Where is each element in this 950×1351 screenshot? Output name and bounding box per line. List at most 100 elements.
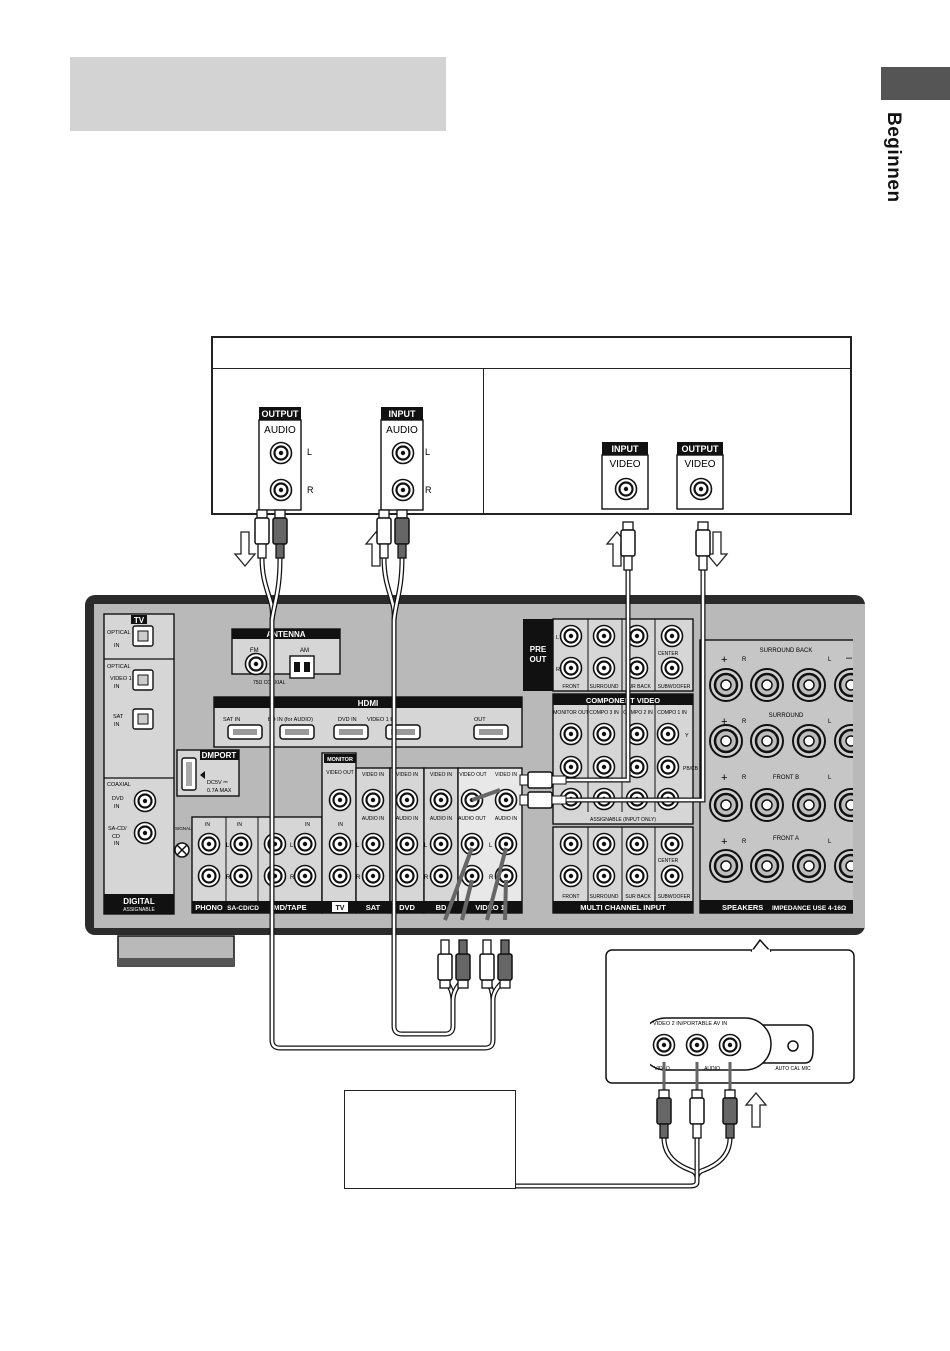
svg-text:L: L: [489, 843, 493, 849]
svg-text:PHONO: PHONO: [195, 903, 223, 912]
svg-text:SUR BACK: SUR BACK: [625, 684, 651, 690]
svg-text:SURROUND: SURROUND: [769, 713, 804, 719]
svg-text:COAXIAL: COAXIAL: [107, 782, 131, 788]
svg-text:FRONT B: FRONT B: [773, 775, 799, 781]
video-cables: [565, 570, 706, 803]
multi-channel-input: FRONT SURROUND SUR BACK SUBWOOFER CENTER…: [552, 826, 694, 914]
camcorder-box: [344, 1090, 516, 1189]
svg-text:COMPO 3 IN: COMPO 3 IN: [589, 710, 619, 716]
svg-text:FM: FM: [250, 648, 259, 654]
svg-text:AUDIO: AUDIO: [704, 1066, 720, 1072]
camcorder-plugs: [656, 1089, 738, 1139]
chapter-label: Beginnen: [883, 112, 904, 203]
signal-gnd: SIGNAL GND: [174, 826, 203, 858]
svg-text:Y: Y: [685, 733, 689, 739]
svg-text:R: R: [742, 839, 747, 845]
svg-text:R: R: [424, 875, 429, 881]
svg-text:L: L: [828, 775, 832, 781]
svg-text:R: R: [489, 875, 494, 881]
svg-text:AUDIO IN: AUDIO IN: [430, 816, 453, 822]
svg-text:R: R: [425, 485, 432, 495]
svg-text:SURROUND BACK: SURROUND BACK: [760, 648, 813, 654]
svg-text:DVD: DVD: [399, 903, 415, 912]
audio-cables: [259, 557, 507, 1051]
svg-text:AM: AM: [300, 648, 309, 654]
svg-text:SIGNAL GND: SIGNAL GND: [175, 826, 203, 831]
svg-text:TV: TV: [134, 616, 145, 625]
section-title-box: [70, 57, 446, 131]
svg-text:DVD: DVD: [112, 796, 124, 802]
svg-text:SUBWOOFER: SUBWOOFER: [658, 684, 691, 690]
svg-text:FRONT A: FRONT A: [773, 836, 799, 842]
svg-text:ASSIGNABLE (INPUT ONLY): ASSIGNABLE (INPUT ONLY): [590, 817, 656, 823]
svg-text:R: R: [742, 775, 747, 781]
svg-text:PB/CB: PB/CB: [683, 766, 699, 772]
input-video-jack: INPUT VIDEO: [601, 442, 649, 510]
chapter-tab: [881, 67, 950, 100]
video-plugs-horizontal: [519, 771, 567, 809]
svg-text:MONITOR OUT: MONITOR OUT: [553, 710, 588, 716]
svg-text:75Ω COAXIAL: 75Ω COAXIAL: [253, 680, 286, 686]
svg-text:SURROUND: SURROUND: [590, 684, 619, 690]
svg-text:IN: IN: [305, 822, 310, 828]
svg-text:0.7A MAX: 0.7A MAX: [207, 788, 232, 794]
svg-text:IN: IN: [114, 684, 120, 690]
svg-text:L: L: [356, 843, 360, 849]
svg-text:AUDIO: AUDIO: [264, 425, 296, 436]
svg-text:SAT IN: SAT IN: [223, 717, 240, 723]
svg-text:SAT: SAT: [366, 903, 381, 912]
svg-text:SAT: SAT: [113, 714, 124, 720]
svg-text:BD IN (for AUDIO): BD IN (for AUDIO): [268, 717, 313, 723]
svg-text:L: L: [226, 843, 230, 849]
svg-text:OUTPUT: OUTPUT: [682, 444, 720, 454]
svg-text:INPUT: INPUT: [389, 409, 417, 419]
svg-text:VIDEO 1: VIDEO 1: [110, 676, 132, 682]
svg-text:IN: IN: [114, 841, 120, 847]
svg-text:ANTENNA: ANTENNA: [266, 630, 305, 639]
svg-text:TV: TV: [336, 905, 345, 912]
video1-connections: [443, 788, 508, 921]
svg-text:COMPONENT VIDEO: COMPONENT VIDEO: [586, 696, 660, 705]
svg-text:IN: IN: [338, 822, 343, 828]
front-panel-inset: VIDEO 2 IN/PORTABLE AV IN VIDEO AUDIO AU…: [605, 938, 855, 1084]
svg-text:SPEAKERS: SPEAKERS: [722, 903, 763, 912]
svg-text:SUR BACK: SUR BACK: [625, 894, 651, 900]
svg-text:IN: IN: [205, 822, 210, 828]
svg-text:+: +: [721, 836, 727, 848]
dmport-section: DMPORT DC5V ⎓ 0.7A MAX: [176, 749, 240, 797]
output-video-jack: OUTPUT VIDEO: [676, 442, 724, 510]
input-audio-jacks: INPUT AUDIO L R: [380, 407, 432, 511]
svg-text:L: L: [424, 843, 428, 849]
antenna-section: ANTENNA FM 75Ω COAXIAL AM: [231, 628, 341, 686]
svg-text:IN: IN: [237, 822, 242, 828]
svg-text:DIGITAL: DIGITAL: [123, 897, 155, 906]
svg-text:+: +: [721, 716, 727, 728]
svg-text:L: L: [307, 447, 312, 457]
svg-text:AUDIO OUT: AUDIO OUT: [458, 816, 486, 822]
svg-text:DVD IN: DVD IN: [338, 717, 357, 723]
svg-text:R: R: [742, 657, 747, 663]
svg-text:FRONT: FRONT: [562, 684, 579, 690]
svg-text:BD: BD: [436, 903, 447, 912]
svg-text:OUT: OUT: [474, 717, 486, 723]
hdmi-section: HDMI SAT IN BD IN (for AUDIO) DVD IN VID…: [213, 696, 523, 748]
svg-text:MD/TAPE: MD/TAPE: [273, 903, 306, 912]
svg-text:COMPO 2 IN: COMPO 2 IN: [623, 710, 653, 716]
svg-text:FRONT: FRONT: [562, 894, 579, 900]
svg-text:–: –: [846, 652, 853, 664]
output-audio-jacks: OUTPUT AUDIO L R: [258, 407, 314, 511]
svg-text:L: L: [290, 843, 294, 849]
svg-text:VIDEO: VIDEO: [684, 459, 715, 470]
svg-text:MONITOR: MONITOR: [327, 757, 353, 763]
svg-text:+: +: [721, 654, 727, 666]
svg-text:CENTER: CENTER: [658, 858, 679, 864]
device-divider: [483, 368, 484, 515]
svg-text:R: R: [742, 719, 747, 725]
svg-text:MULTI CHANNEL INPUT: MULTI CHANNEL INPUT: [580, 903, 666, 912]
svg-text:VIDEO IN: VIDEO IN: [362, 772, 384, 778]
svg-text:VIDEO 1 IN: VIDEO 1 IN: [367, 717, 396, 723]
svg-text:OPTICAL: OPTICAL: [107, 630, 131, 636]
svg-text:AUTO CAL MIC: AUTO CAL MIC: [775, 1066, 811, 1072]
svg-text:SA-CD/: SA-CD/: [108, 826, 127, 832]
